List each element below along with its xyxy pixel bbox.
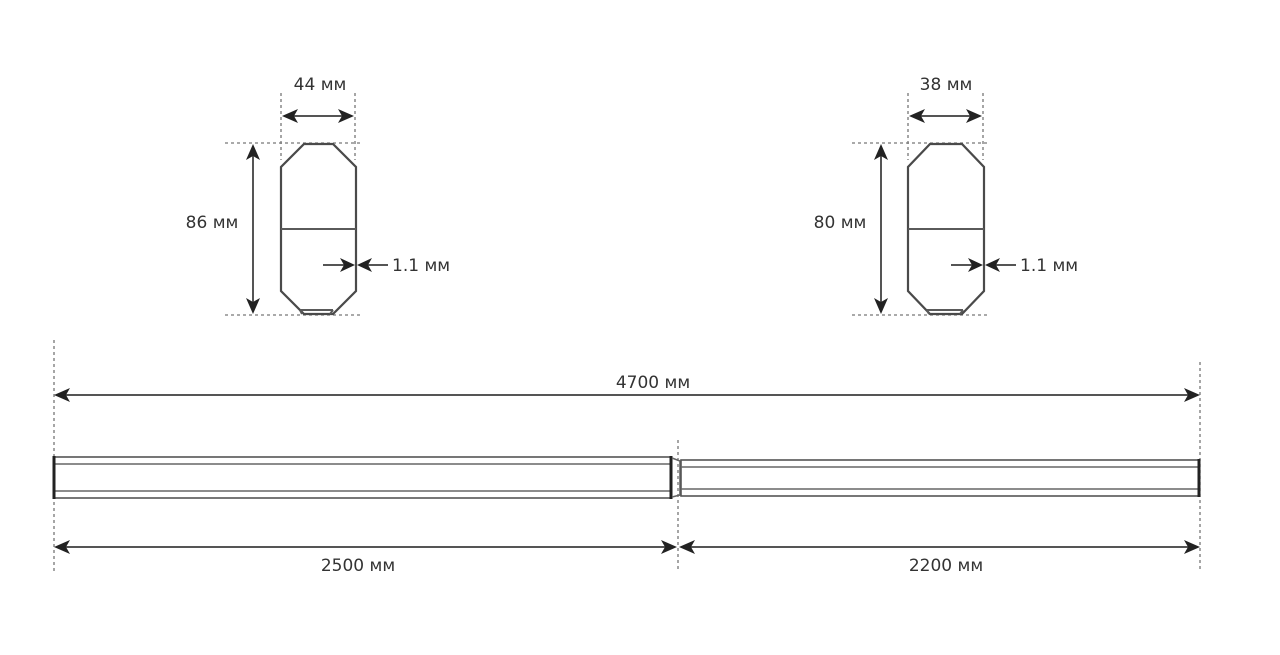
- profile-large: 44 мм 86 мм 1.1 мм: [186, 75, 450, 316]
- arrow-left-icon: [282, 109, 298, 123]
- profile-outline: [279, 142, 358, 316]
- pole-section-small: [680, 459, 1200, 497]
- arrow-up-icon: [246, 144, 260, 160]
- arrow-right-icon: [1184, 388, 1200, 402]
- total-length-label: 4700 мм: [616, 373, 690, 393]
- profile-foot: [926, 309, 964, 315]
- wall-thickness-label: 1.1 мм: [1020, 256, 1078, 276]
- arrow-right-icon: [340, 258, 355, 272]
- height-label: 80 мм: [814, 213, 867, 233]
- profile-foot: [299, 309, 334, 315]
- arrow-left-icon: [985, 258, 1000, 272]
- section2-length-label: 2200 мм: [909, 556, 983, 576]
- profile-outline: [906, 142, 986, 316]
- arrow-right-icon: [338, 109, 354, 123]
- width-label: 38 мм: [920, 75, 973, 95]
- pole-section-large: [53, 456, 672, 499]
- arrow-right-icon: [1184, 540, 1200, 554]
- pole-side-view: 4700 мм 2500 мм 2200 мм: [52, 340, 1201, 576]
- arrow-right-icon: [966, 109, 982, 123]
- arrow-left-icon: [909, 109, 925, 123]
- arrow-down-icon: [246, 298, 260, 314]
- profile-small: 38 мм 80 мм 1.1 мм: [814, 75, 1078, 316]
- arrow-left-icon: [54, 540, 70, 554]
- arrow-down-icon: [874, 298, 888, 314]
- arrow-right-icon: [661, 540, 677, 554]
- section1-length-label: 2500 мм: [321, 556, 395, 576]
- height-label: 86 мм: [186, 213, 239, 233]
- arrow-left-icon: [54, 388, 70, 402]
- width-label: 44 мм: [294, 75, 347, 95]
- arrow-right-icon: [968, 258, 983, 272]
- telescopic-collar: [671, 457, 681, 498]
- arrow-up-icon: [874, 144, 888, 160]
- arrow-left-icon: [679, 540, 695, 554]
- wall-thickness-label: 1.1 мм: [392, 256, 450, 276]
- arrow-left-icon: [357, 258, 372, 272]
